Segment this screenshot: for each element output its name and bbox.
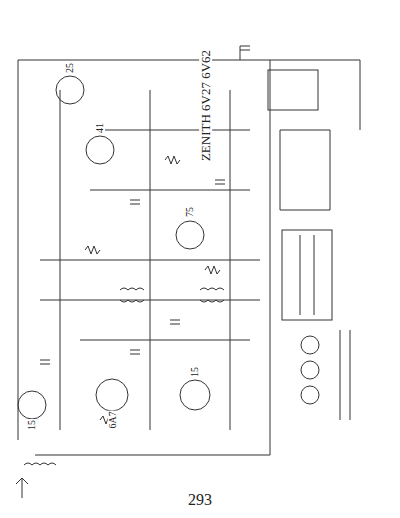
tube-symbol bbox=[96, 379, 128, 411]
resistor-symbol bbox=[85, 156, 220, 424]
tube-label: 75 bbox=[185, 206, 195, 218]
tube-symbol bbox=[301, 336, 319, 354]
wire bbox=[340, 330, 350, 420]
speaker-symbol bbox=[268, 70, 318, 110]
schematic-title: ZENITH 6V27 6V62 bbox=[199, 48, 212, 161]
vibrator-symbol bbox=[280, 130, 330, 210]
tube-label: 6A7 bbox=[107, 410, 117, 429]
tube-label: 41 bbox=[95, 122, 105, 134]
transformer-core bbox=[300, 235, 314, 315]
wire bbox=[35, 60, 270, 455]
wire bbox=[18, 60, 360, 440]
coil-symbol bbox=[120, 288, 144, 302]
tube-symbol bbox=[56, 76, 84, 104]
capacitor-symbol bbox=[40, 46, 250, 364]
tube-label: 15 bbox=[190, 366, 200, 378]
tube-symbol bbox=[301, 386, 319, 404]
page-number: 293 bbox=[187, 492, 213, 508]
tube-symbol bbox=[18, 391, 46, 419]
tube-symbol bbox=[180, 380, 210, 410]
tube-symbol bbox=[301, 361, 319, 379]
tube-label: 25 bbox=[65, 62, 75, 74]
tube-symbol bbox=[176, 221, 204, 249]
wire bbox=[40, 130, 260, 340]
tube-label: 15 bbox=[27, 419, 37, 431]
power-transformer bbox=[282, 230, 332, 320]
coil-symbol bbox=[24, 463, 56, 465]
antenna-symbol bbox=[16, 478, 28, 498]
tube-symbol bbox=[86, 136, 114, 164]
coil-symbol bbox=[200, 288, 224, 302]
